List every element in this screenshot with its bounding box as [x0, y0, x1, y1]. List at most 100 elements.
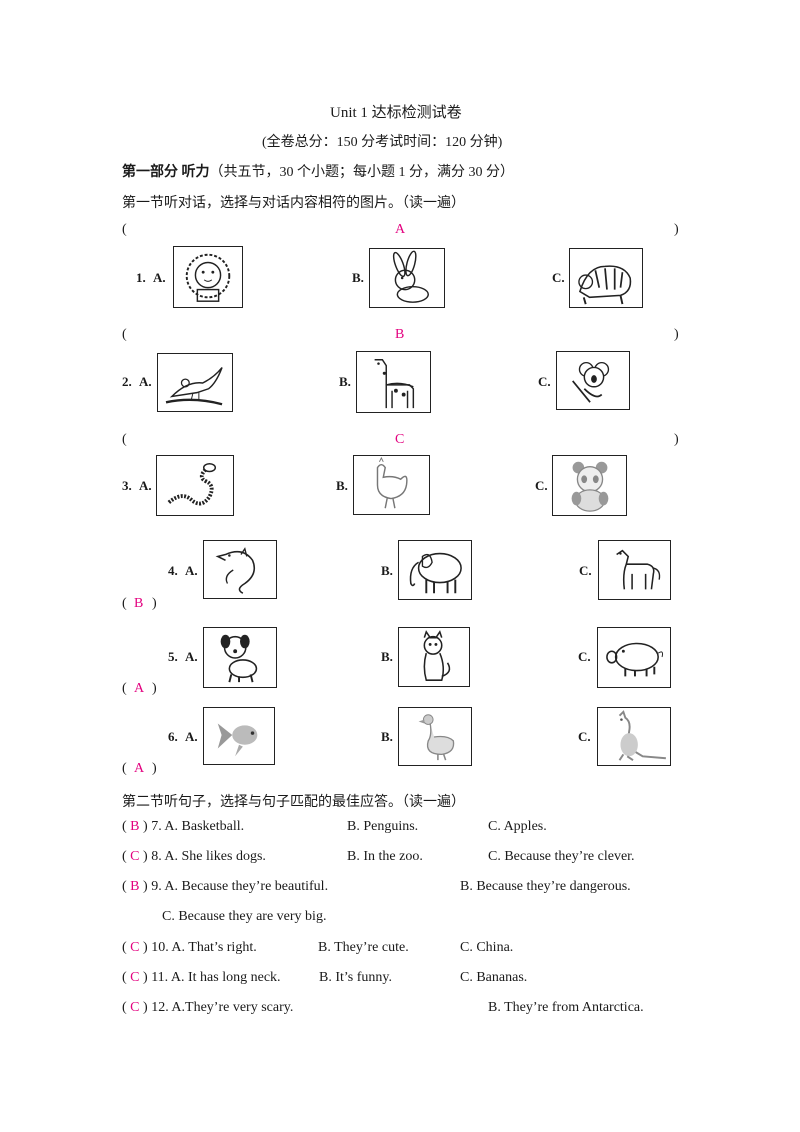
answer-q8: C — [130, 849, 140, 864]
q8-option-c: C. Because they’re clever. — [488, 849, 635, 864]
answer-paren-open: ( — [122, 432, 127, 447]
answer-paren-close: ) — [143, 819, 148, 834]
q12-option-a: 12. A.They’re very scary. — [151, 1000, 294, 1015]
rooster-icon — [353, 455, 430, 515]
goldfish-icon — [203, 707, 275, 765]
q7-option-a: 7. A. Basketball. — [151, 819, 245, 834]
part1-heading-rest: （共五节，30 个小题；每小题 1 分，满分 30 分） — [209, 165, 515, 180]
q3-number: 3. — [122, 478, 132, 493]
answer-q6: A — [134, 761, 145, 776]
answer-paren-open: ( — [122, 819, 127, 834]
q7-option-b: B. Penguins. — [347, 819, 419, 834]
section2-heading: 第二节听句子，选择与句子匹配的最佳应答。（读一遍） — [122, 795, 465, 810]
answer-paren-close: ) — [143, 849, 148, 864]
q4-option-b-label: B. — [381, 563, 393, 578]
q11-option-b: B. It’s funny. — [319, 970, 392, 985]
q1-option-c-label: C. — [552, 270, 565, 285]
answer-q10: C — [130, 940, 140, 955]
q3-option-c-label: C. — [535, 478, 548, 493]
page-title: Unit 1 达标检测试卷 — [330, 105, 462, 121]
q12-option-b: B. They’re from Antarctica. — [488, 1000, 644, 1015]
q7-option-c: C. Apples. — [488, 819, 547, 834]
q10-option-a: 10. A. That’s right. — [151, 940, 257, 955]
horse-icon — [598, 540, 671, 600]
answer-q7: B — [130, 819, 140, 834]
answer-paren-close: ) — [152, 596, 157, 611]
lion-icon — [173, 246, 243, 308]
answer-paren-open: ( — [122, 1000, 127, 1015]
q2-option-a-label: A. — [139, 374, 152, 389]
q1-number: 1. — [136, 270, 146, 285]
panda-icon — [552, 455, 627, 516]
answer-q4: B — [134, 596, 144, 611]
answer-paren-open: ( — [122, 849, 127, 864]
part1-heading-bold: 第一部分 听力 — [122, 165, 210, 180]
pig-icon — [597, 627, 671, 688]
question-9: ( B ) 9. A. Because they’re beautiful. — [122, 879, 328, 895]
answer-paren-open: ( — [122, 879, 127, 894]
q5-option-b-label: B. — [381, 649, 393, 664]
q9-option-b: B. Because they’re dangerous. — [460, 879, 631, 894]
snake-icon — [156, 455, 234, 516]
q5-number: 5. — [168, 649, 178, 664]
q11-option-c: C. Bananas. — [460, 970, 528, 985]
answer-q12: C — [130, 1000, 140, 1015]
section1-heading: 第一节听对话，选择与对话内容相符的图片。（读一遍） — [122, 196, 465, 211]
answer-paren-open: ( — [122, 681, 127, 696]
q4-option-a-label: A. — [185, 563, 198, 578]
q3-option-a-label: A. — [139, 478, 152, 493]
q2-number: 2. — [122, 374, 132, 389]
q3-option-b-label: B. — [336, 478, 348, 493]
answer-paren-close: ) — [143, 940, 148, 955]
answer-paren-close: ) — [674, 327, 679, 342]
answer-paren-close: ) — [143, 1000, 148, 1015]
goose-icon — [398, 707, 472, 766]
dolphin-icon — [203, 540, 277, 599]
answer-q2: B — [395, 327, 405, 342]
rabbit-icon — [369, 248, 445, 308]
q2-option-c-label: C. — [538, 374, 551, 389]
answer-paren-close: ) — [143, 970, 148, 985]
q11-option-a: 11. A. It has long neck. — [151, 970, 281, 985]
q2-option-b-label: B. — [339, 374, 351, 389]
q8-option-a: 8. A. She likes dogs. — [151, 849, 266, 864]
question-10: ( C ) 10. A. That’s right. — [122, 940, 257, 956]
kangaroo-icon — [597, 707, 671, 766]
answer-paren-open: ( — [122, 327, 127, 342]
q4-number: 4. — [168, 563, 178, 578]
question-12: ( C ) 12. A.They’re very scary. — [122, 1000, 293, 1016]
q6-option-a-label: A. — [185, 729, 198, 744]
answer-paren-close: ) — [674, 222, 679, 237]
answer-q9: B — [130, 879, 140, 894]
giraffe-icon — [356, 351, 431, 413]
q8-option-b: B. In the zoo. — [347, 849, 423, 864]
question-11: ( C ) 11. A. It has long neck. — [122, 970, 281, 986]
q9-option-a: 9. A. Because they’re beautiful. — [151, 879, 329, 894]
answer-paren-open: ( — [122, 596, 127, 611]
answer-q5: A — [134, 681, 145, 696]
question-7: ( B ) 7. A. Basketball. — [122, 819, 244, 835]
q6-number: 6. — [168, 729, 178, 744]
koala-icon — [556, 351, 630, 410]
q4-option-c-label: C. — [579, 563, 592, 578]
answer-q3: C — [395, 432, 405, 447]
question-8: ( C ) 8. A. She likes dogs. — [122, 849, 266, 865]
answer-paren-close: ) — [143, 879, 148, 894]
page-subtitle: (全卷总分：150 分考试时间：120 分钟) — [262, 135, 503, 150]
q10-option-b: B. They’re cute. — [318, 940, 409, 955]
eagle-icon — [157, 353, 233, 412]
answer-q1: A — [395, 222, 406, 237]
q6-option-c-label: C. — [578, 729, 591, 744]
answer-paren-open: ( — [122, 940, 127, 955]
answer-paren-open: ( — [122, 761, 127, 776]
dog-icon — [203, 627, 277, 688]
answer-paren-open: ( — [122, 222, 127, 237]
answer-paren-open: ( — [122, 970, 127, 985]
q9-option-c: C. Because they are very big. — [162, 909, 327, 924]
tiger-icon — [569, 248, 643, 308]
q5-option-a-label: A. — [185, 649, 198, 664]
q1-option-a-label: A. — [153, 270, 166, 285]
q1-option-b-label: B. — [352, 270, 364, 285]
elephant-icon — [398, 540, 472, 600]
answer-paren-close: ) — [152, 761, 157, 776]
